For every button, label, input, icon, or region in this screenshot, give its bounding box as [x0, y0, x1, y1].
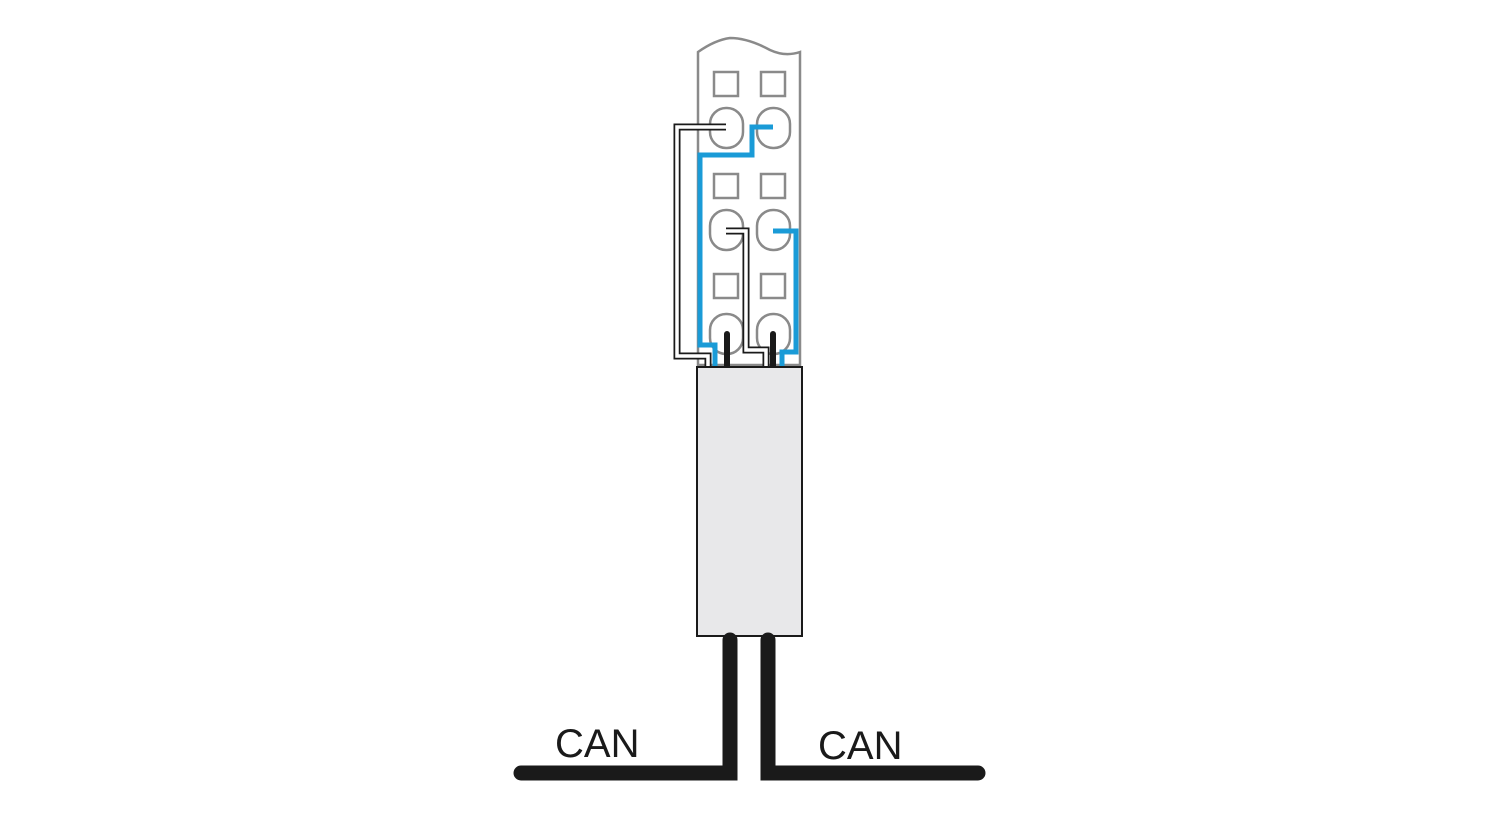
can-bus-cables: [513, 632, 986, 781]
connector-module: [696, 366, 803, 637]
blue-wires: [697, 124, 799, 370]
terminal-strip: [696, 36, 802, 367]
strip-square-hole: [759, 70, 787, 98]
can-label-right: CAN: [818, 724, 902, 768]
strip-square-hole: [759, 272, 787, 300]
can-cable-right: [760, 632, 986, 781]
can-label-left: CAN: [555, 722, 639, 766]
blue-wire-outer: [697, 124, 773, 370]
strip-square-hole: [712, 172, 740, 200]
strip-square-hole: [759, 172, 787, 200]
can-cable-left: [513, 632, 738, 781]
strip-square-hole: [712, 70, 740, 98]
strip-square-hole: [712, 272, 740, 300]
black-wire-stubs: [724, 331, 776, 373]
white-wires: [673, 123, 770, 370]
blue-wire-inner: [773, 228, 799, 370]
